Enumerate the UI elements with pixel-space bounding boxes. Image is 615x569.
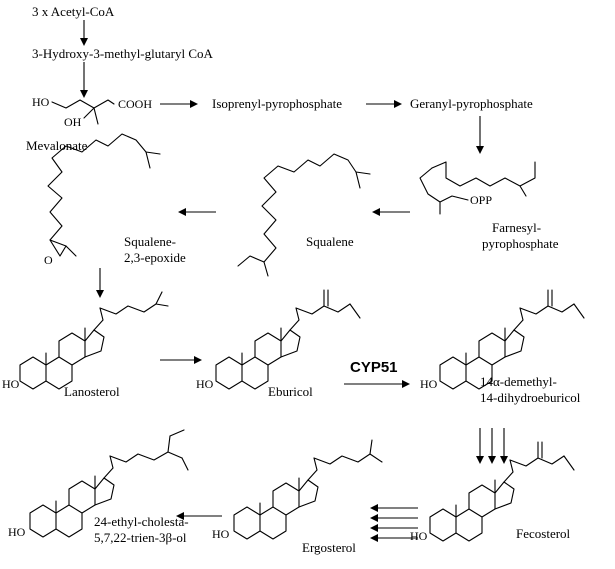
arrow-squalene-to-epoxide [178, 208, 216, 216]
arrow-mevalonate-to-isoprenyl [160, 100, 198, 108]
mevalonate-cooh-atom: COOH [118, 97, 152, 111]
arrows-fecosterol-to-ergosterol [370, 504, 418, 542]
ergosterol-ho-atom: HO [212, 527, 230, 541]
fecosterol-label: Fecosterol [516, 526, 571, 541]
arrow-eburicol-to-demethyl [344, 380, 410, 388]
lanosterol-label: Lanosterol [64, 384, 120, 399]
squalene-epoxide-label-1: Squalene- [124, 234, 176, 249]
arrow-lanosterol-to-eburicol [160, 356, 202, 364]
cyp51-enzyme-label: CYP51 [350, 359, 398, 376]
demethyl-label-1: 14α-demethyl- [480, 374, 557, 389]
acetyl-coa-label: 3 x Acetyl-CoA [32, 4, 115, 19]
eburicol-label: Eburicol [268, 384, 313, 399]
squalene-epoxide-structure: O [44, 133, 161, 267]
demethyl-label-2: 14-dihydroeburicol [480, 390, 581, 405]
farnesyl-pp-label-1: Farnesyl- [492, 220, 541, 235]
arrow-isoprenyl-to-geranyl [366, 100, 402, 108]
eburicol-ho-atom: HO [196, 377, 214, 391]
demethyl-ho-atom: HO [420, 377, 438, 391]
squalene-structure [237, 153, 371, 277]
fecosterol-ho-atom: HO [410, 529, 428, 543]
ethyl-cholesta-ho-atom: HO [8, 525, 26, 539]
mevalonate-ho-atom: HO [32, 95, 50, 109]
farnesyl-pp-structure: OPP [419, 161, 536, 215]
isoprenyl-pp-label: Isoprenyl-pyrophosphate [212, 96, 342, 111]
lanosterol-structure: HO [2, 291, 169, 391]
farnesyl-pp-label-2: pyrophosphate [482, 236, 559, 251]
mevalonate-oh-atom: OH [64, 115, 82, 129]
squalene-epoxide-label-2: 2,3-epoxide [124, 250, 186, 265]
squalene-label: Squalene [306, 234, 354, 249]
arrow-hmg-to-mevalonate [80, 62, 88, 98]
mevalonate-label: Mevalonate [26, 138, 88, 153]
ethyl-cholesta-structure: HO [8, 429, 189, 539]
fecosterol-structure: HO [410, 441, 575, 543]
triple-arrows-demethyl-to-fecosterol [476, 428, 508, 464]
arrow-farnesyl-to-squalene [372, 208, 410, 216]
mevalonate-structure: HO COOH OH [32, 95, 152, 129]
ethyl-cholesta-label-2: 5,7,22-trien-3β-ol [94, 530, 187, 545]
geranyl-pp-label: Geranyl-pyrophosphate [410, 96, 533, 111]
ethyl-cholesta-label-1: 24-ethyl-cholesta- [94, 514, 189, 529]
epoxide-o-atom: O [44, 253, 53, 267]
arrow-acetyl-to-hmg [80, 20, 88, 46]
eburicol-structure: HO [196, 289, 361, 391]
arrow-geranyl-to-farnesyl [476, 116, 484, 154]
lanosterol-ho-atom: HO [2, 377, 20, 391]
demethyl-eburicol-structure: HO [420, 289, 585, 391]
ergosterol-structure: HO [212, 439, 383, 541]
arrow-ergosterol-to-ethylcholesta [176, 512, 222, 520]
arrow-epoxide-to-lanosterol [96, 268, 104, 298]
hmg-coa-label: 3-Hydroxy-3-methyl-glutaryl CoA [32, 46, 213, 61]
farnesyl-opp-atom: OPP [470, 193, 492, 207]
ergosterol-label: Ergosterol [302, 540, 356, 555]
